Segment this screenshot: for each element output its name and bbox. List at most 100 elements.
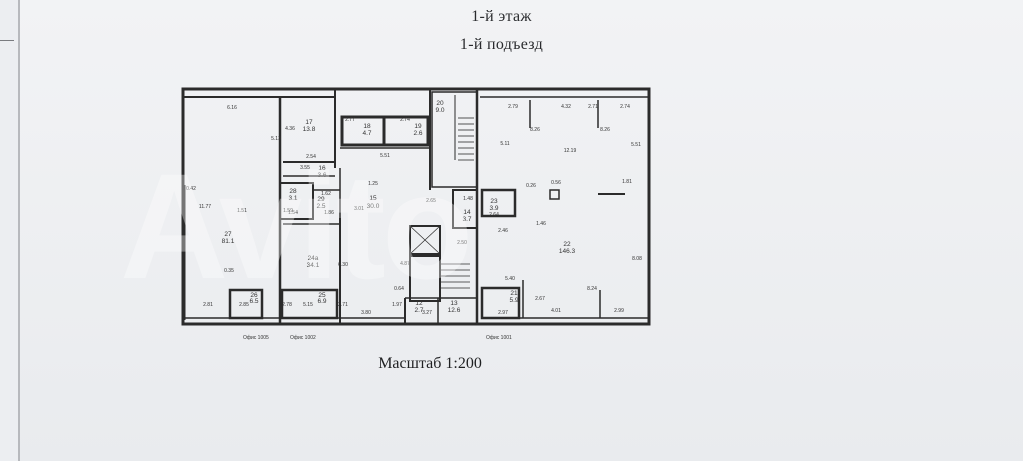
room-area: 81.1 <box>222 238 235 245</box>
room-area: 3.7 <box>462 216 471 223</box>
room-number: 18 <box>363 123 371 130</box>
room-number: 22 <box>563 241 571 248</box>
outer-wall <box>181 87 651 326</box>
dimension-label: 8.26 <box>600 127 610 133</box>
office-label: Офис 1005 <box>243 335 269 341</box>
margin-tick <box>0 40 14 41</box>
dimension-label: 0.35 <box>224 268 234 274</box>
dimension-label: 1.59 <box>283 208 293 214</box>
room-area: 30.0 <box>367 203 380 210</box>
dimension-label: 3.80 <box>361 310 371 316</box>
dimension-label: 6.30 <box>338 262 348 268</box>
room-area: 6.9 <box>317 298 326 305</box>
dimension-label: 2.74 <box>400 117 410 123</box>
dimension-label: 0.42 <box>186 186 196 192</box>
dimension-label: 2.97 <box>498 310 508 316</box>
dimension-label: 5.51 <box>631 142 641 148</box>
dimension-label: 5.15 <box>303 302 313 308</box>
room-number: 13 <box>450 300 458 307</box>
dimension-label: 4.32 <box>561 104 571 110</box>
room-number: 20 <box>436 100 444 107</box>
room-number: 28 <box>289 188 297 195</box>
room-area: 3.1 <box>288 195 297 202</box>
page-border <box>18 0 20 461</box>
office-label: Офис 1001 <box>486 335 512 341</box>
dimension-label: 2.50 <box>457 240 467 246</box>
dimension-label: 1.62 <box>321 191 331 197</box>
room-number: 19 <box>414 123 422 130</box>
room-area: 13.8 <box>303 126 316 133</box>
dimension-label: 5.40 <box>505 276 515 282</box>
room-number: 14 <box>463 209 471 216</box>
dimension-label: 0.64 <box>394 286 404 292</box>
dimension-label: 2.85 <box>239 302 249 308</box>
paper-sheet <box>20 0 1023 461</box>
room-number: 17 <box>305 119 313 126</box>
dimension-label: 1.25 <box>368 181 378 187</box>
room-number: 26 <box>250 292 258 299</box>
dimension-label: 8.08 <box>632 256 642 262</box>
dimension-label: 2.77 <box>345 117 355 123</box>
watermark: Avito <box>120 142 473 310</box>
dimension-label: 2.79 <box>508 104 518 110</box>
dimension-label: 4.01 <box>551 308 561 314</box>
dimension-label: 2.81 <box>203 302 213 308</box>
dimension-label: 3.55 <box>300 165 310 171</box>
dimension-label: 0.26 <box>526 183 536 189</box>
room-number: 21 <box>510 290 518 297</box>
room-number: 27 <box>224 231 232 238</box>
room-area: 2.7 <box>414 307 423 314</box>
dimension-label: 2.65 <box>426 198 436 204</box>
dimension-label: 1.81 <box>622 179 632 185</box>
room-number: 16 <box>318 165 326 172</box>
room-number: 24а <box>308 255 319 262</box>
dimension-label: 2.74 <box>620 104 630 110</box>
dimension-label: 1.97 <box>392 302 402 308</box>
dimension-label: 3.27 <box>422 310 432 316</box>
entrance-title: 1-й подъезд <box>459 36 544 53</box>
room-number: 25 <box>318 292 326 299</box>
dimension-label: 1.48 <box>463 196 473 202</box>
dimension-label: 2.54 <box>306 154 316 160</box>
dimension-label: 6.16 <box>227 105 237 111</box>
dimension-label: 2.71 <box>338 302 348 308</box>
room-number: 29 <box>317 196 325 203</box>
dimension-label: 5.51 <box>380 153 390 159</box>
room-number: 15 <box>369 195 377 202</box>
dimension-label: 2.64 <box>489 212 499 218</box>
dimension-label: 1.86 <box>324 210 334 216</box>
dimension-label: 1.46 <box>536 221 546 227</box>
dimension-label: 2.71 <box>588 104 598 110</box>
dimension-label: 1.51 <box>237 208 247 214</box>
dimension-label: 5.11 <box>500 141 510 147</box>
office-label: Офис 1002 <box>290 335 316 341</box>
room-area: 4.7 <box>362 130 371 137</box>
dimension-label: 1.54 <box>288 210 298 216</box>
room-area: 34.1 <box>307 262 320 269</box>
room-area: 2.5 <box>316 203 325 210</box>
dimension-label: 11.77 <box>199 204 211 210</box>
dimension-label: 2.46 <box>498 228 508 234</box>
room-area: 12.6 <box>448 307 461 314</box>
room-area: 6.5 <box>249 298 258 305</box>
dimension-label: 4.36 <box>285 126 295 132</box>
dimension-label: 12.19 <box>564 148 577 154</box>
dimension-label: 4.87 <box>400 261 410 267</box>
room-area: 2.6 <box>413 130 422 137</box>
dimension-label: 3.01 <box>354 206 364 212</box>
dimension-label: 2.78 <box>282 302 292 308</box>
room-number: 23 <box>490 198 498 205</box>
room-area: 9.0 <box>435 107 444 114</box>
room-area: 5.9 <box>509 297 518 304</box>
room-area: 3.9 <box>489 205 498 212</box>
dimension-label: 5.13 <box>271 136 281 142</box>
dimension-label: 8.24 <box>587 286 597 292</box>
dimension-label: 0.56 <box>551 180 561 186</box>
room-number: 12 <box>415 300 423 307</box>
room-area: 146.3 <box>559 248 576 255</box>
dimension-label: 2.67 <box>535 296 545 302</box>
dimension-label: 8.26 <box>530 127 540 133</box>
dimension-label: 2.99 <box>614 308 624 314</box>
floor-title: 1-й этаж <box>471 8 532 25</box>
